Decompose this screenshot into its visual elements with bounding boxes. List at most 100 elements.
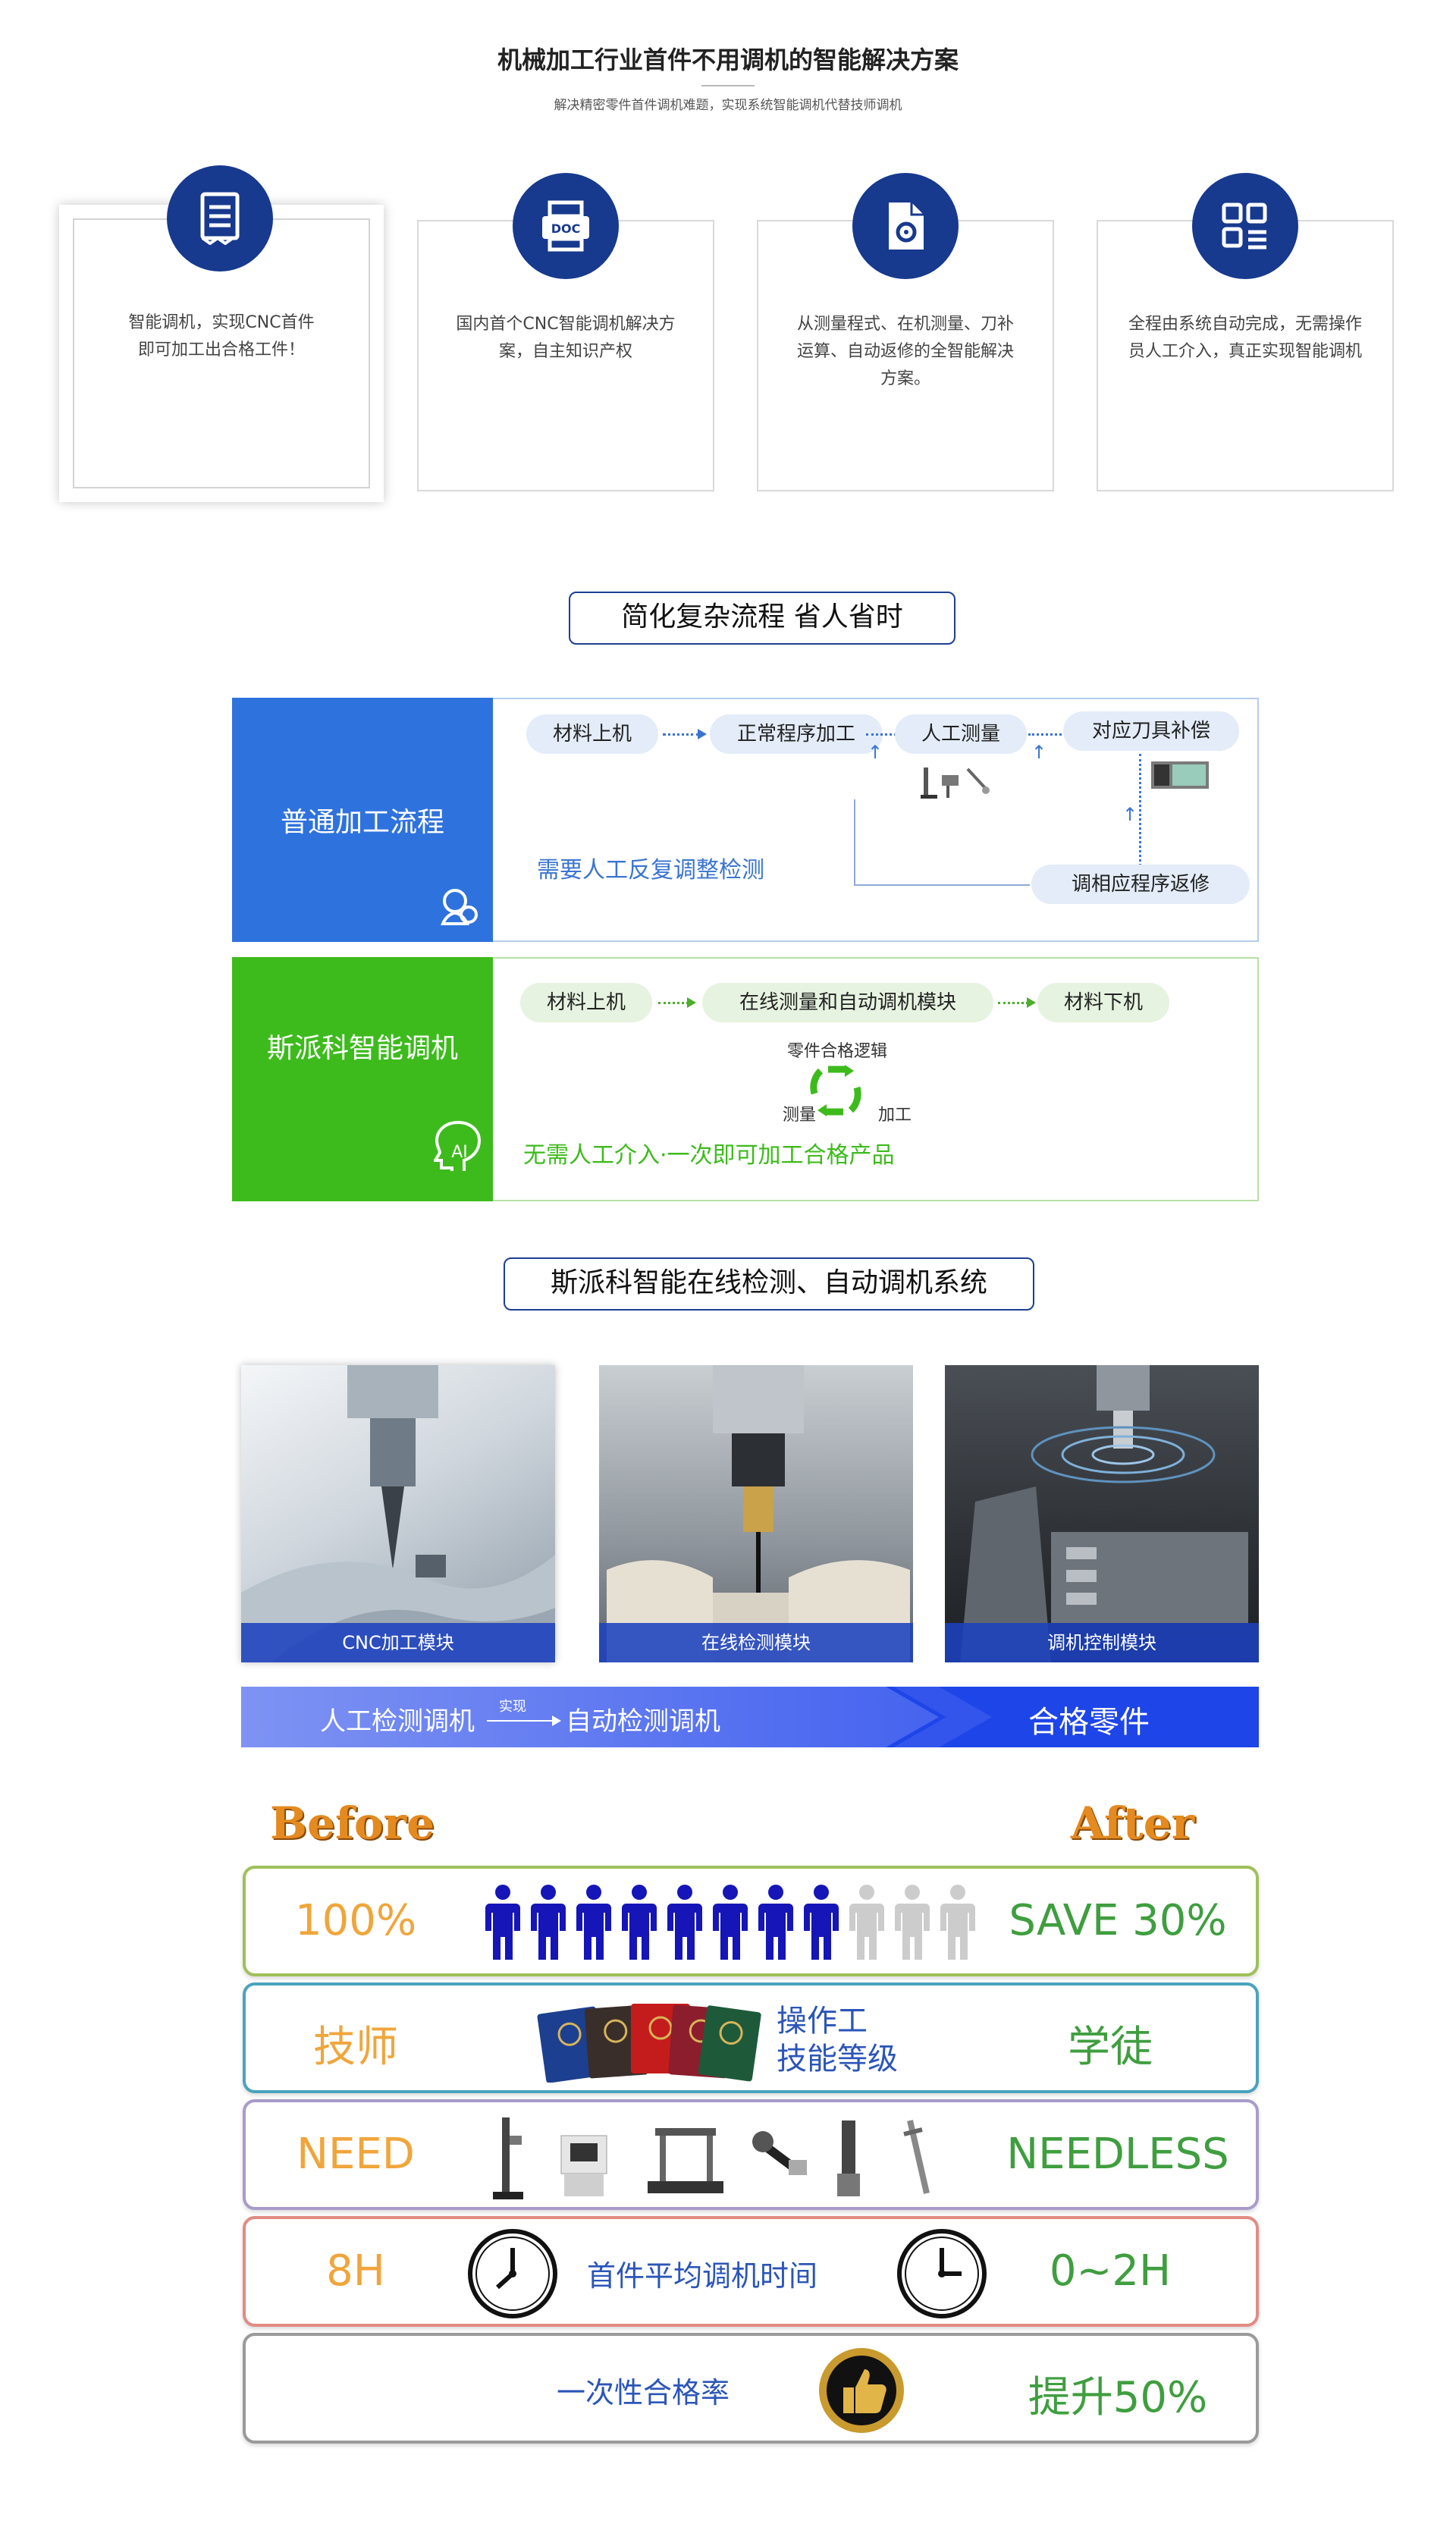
banner-arrow — [487, 1720, 555, 1722]
clock-icon — [467, 2228, 558, 2322]
comparison-row-labor: 100% SAVE 30% — [243, 1866, 1259, 1976]
comparison-row-instruments: NEED NEEDLESS — [243, 2099, 1259, 2210]
feature-card-text: 全程由系统自动完成，无需操作员人工介入，真正实现智能调机 — [1128, 315, 1362, 361]
after-value: 0~2H — [1049, 2246, 1172, 2296]
section-title-system: 斯派科智能在线检测、自动调机系统 — [504, 1257, 1034, 1311]
logic-label-measure: 测量 — [783, 1106, 817, 1125]
comparison-row-time: 8H 首件平均调机时间 0~2H — [243, 2216, 1259, 2327]
svg-text:AI: AI — [451, 1143, 468, 1162]
flow-arrow — [658, 1002, 689, 1004]
banner-arrow-head — [552, 1716, 561, 1726]
flow-step-tool-compensation: 对应刀具补偿 — [1063, 711, 1239, 751]
person-icon-filled — [620, 1884, 658, 1963]
smart-step-online-measure-module: 在线测量和自动调机模块 — [702, 983, 993, 1022]
svg-text:DOC: DOC — [551, 221, 581, 236]
flow-step-material-load: 材料上机 — [526, 714, 658, 754]
before-value: 100% — [294, 1896, 417, 1945]
clock-icon — [896, 2228, 987, 2322]
photo-tuning-control-module: 调机控制模块 — [945, 1365, 1259, 1662]
user-face-icon — [437, 884, 481, 931]
banner-arrow-label: 实现 — [499, 1699, 526, 1715]
up-arrow-icon: ↑ — [868, 742, 883, 763]
after-value: 提升50% — [1028, 2373, 1208, 2422]
banner-qualified-parts: 合格零件 — [1028, 1705, 1150, 1740]
flow-arrow-head — [1027, 997, 1036, 1008]
feature-card-text: 智能调机，实现CNC首件即可加工出合格工件！ — [128, 313, 315, 359]
person-icon-filled — [484, 1884, 522, 1963]
computer-monitor-icon — [1150, 760, 1210, 795]
smart-flow-diagram: 材料上机 在线测量和自动调机模块 材料下机 零件合格逻辑 测量 加工 无需人工介… — [493, 957, 1259, 1201]
section-title-simplify: 简化复杂流程 省人省时 — [569, 592, 956, 645]
feature-card-text: 从测量程式、在机测量、刀补运算、自动返修的全智能解决方案。 — [796, 315, 1014, 388]
transformation-banner: 人工检测调机 实现 自动检测调机 合格零件 — [241, 1687, 1259, 1747]
photo-cnc-module: CNC加工模块 — [241, 1365, 555, 1662]
person-icon-empty — [893, 1884, 931, 1963]
smart-step-material-load: 材料上机 — [520, 983, 652, 1022]
person-icon-filled — [711, 1884, 749, 1963]
person-icon-filled — [802, 1884, 840, 1963]
photo-caption: 在线检测模块 — [599, 1623, 913, 1662]
after-value: 学徒 — [1068, 2023, 1153, 2072]
person-icon-empty — [848, 1884, 886, 1963]
feedback-loop-line — [854, 799, 860, 884]
after-label: After — [1071, 1797, 1195, 1849]
person-icon-filled — [666, 1884, 704, 1963]
before-value: NEED — [297, 2130, 415, 2179]
measuring-tools-icon — [921, 761, 993, 802]
certificate-books-icon — [534, 1999, 761, 2086]
banner-manual-tuning: 人工检测调机 — [320, 1706, 475, 1737]
feature-card-text: 国内首个CNC智能调机解决方案，自主知识产权 — [456, 315, 676, 361]
flow-step-normal-processing: 正常程序加工 — [710, 714, 883, 754]
first-pass-yield-text: 一次性合格率 — [557, 2376, 730, 2409]
person-icon-empty — [939, 1884, 977, 1963]
after-value: SAVE 30% — [1009, 1896, 1227, 1945]
photo-caption: 调机控制模块 — [945, 1623, 1259, 1662]
document-list-icon — [167, 165, 273, 272]
thumbs-up-medal-icon — [817, 2346, 905, 2438]
smart-flow-label-panel: 斯派科智能调机 — [232, 957, 493, 1201]
up-arrow-icon: ↑ — [1031, 742, 1047, 763]
traditional-flow-diagram: 材料上机 正常程序加工 ↑ 人工测量 ↑ 对应刀具补偿 ↑ 调相应程序返修 需要… — [493, 698, 1259, 942]
flow-step-manual-measure: 人工测量 — [895, 714, 1027, 754]
logic-label-process: 加工 — [878, 1106, 912, 1125]
up-arrow-icon: ↑ — [1122, 804, 1138, 825]
feedback-loop-line-bottom — [854, 884, 1030, 886]
file-gear-icon — [852, 173, 959, 279]
comparison-row-skill: 技师 操作工技能等级 学徒 — [243, 1982, 1259, 2093]
before-value: 8H — [326, 2246, 385, 2296]
cnc-tool-illustration — [241, 1365, 555, 1662]
photo-caption: CNC加工模块 — [241, 1623, 555, 1662]
doc-printer-icon: DOC — [513, 173, 619, 279]
comparison-row-yield: 一次性合格率 提升50% — [243, 2333, 1259, 2444]
banner-chevron-shape — [241, 1687, 992, 1747]
title-divider — [701, 85, 755, 86]
banner-auto-tuning: 自动检测调机 — [566, 1706, 720, 1737]
probe-scan-illustration — [960, 1365, 1248, 1662]
traditional-flow-label-panel: 普通加工流程 — [232, 698, 493, 942]
grid-apps-icon — [1192, 173, 1298, 279]
feature-card-4[interactable]: 全程由系统自动完成，无需操作员人工介入，真正实现智能调机 — [1097, 220, 1394, 491]
skill-level-text: 操作工技能等级 — [777, 2004, 898, 2077]
before-label: Before — [270, 1797, 435, 1849]
flow-down-line — [1139, 754, 1141, 866]
measuring-instruments-icon — [488, 2113, 974, 2207]
page-subtitle: 解决精密零件首件调机难题，实现系统智能调机代替技师调机 — [554, 98, 902, 113]
flow-arrow — [998, 1002, 1028, 1004]
flow-arrow-head — [687, 997, 696, 1008]
people-icons — [484, 1884, 977, 1963]
smart-step-material-unload: 材料下机 — [1037, 983, 1169, 1022]
flow-arrow — [1028, 733, 1071, 736]
smart-flow-note: 无需人工介入·一次即可加工合格产品 — [523, 1142, 895, 1169]
after-value: NEEDLESS — [1006, 2130, 1229, 2179]
cycle-arrows-icon — [798, 1060, 874, 1124]
ai-head-icon: AI — [432, 1120, 482, 1177]
smart-flow-label: 斯派科智能调机 — [266, 1033, 458, 1064]
page-title: 机械加工行业首件不用调机的智能解决方案 — [497, 46, 959, 74]
person-icon-filled — [757, 1884, 795, 1963]
logic-title: 零件合格逻辑 — [787, 1042, 888, 1061]
traditional-flow-note: 需要人工反复调整检测 — [537, 857, 764, 884]
traditional-flow-label: 普通加工流程 — [280, 807, 444, 838]
person-icon-filled — [575, 1884, 613, 1963]
before-value: 技师 — [313, 2023, 398, 2072]
person-icon-filled — [529, 1884, 567, 1963]
